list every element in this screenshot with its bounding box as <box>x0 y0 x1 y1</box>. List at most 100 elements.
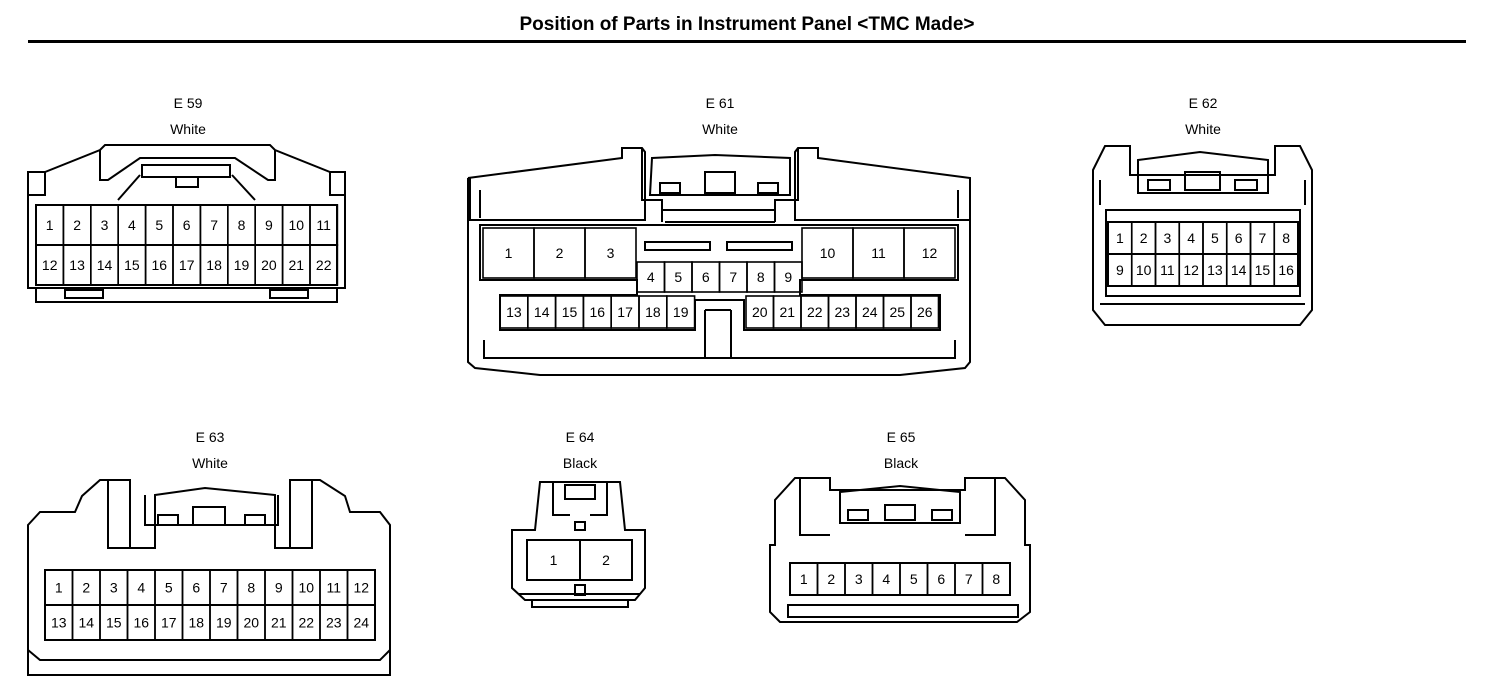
pin-cavity: 3 <box>99 569 129 606</box>
pin-cavity: 11 <box>319 569 349 606</box>
connector-code: E 61 <box>705 95 735 111</box>
pin-number: 3 <box>101 217 109 233</box>
pin-cavity: 22 <box>291 604 321 641</box>
pin-cavity: 20 <box>745 295 775 329</box>
pin-cavity: 17 <box>172 244 202 286</box>
pin-number: 22 <box>807 304 823 320</box>
pin-number: 26 <box>917 304 933 320</box>
pin-cavity: 4 <box>871 562 901 596</box>
pin-number: 8 <box>757 269 765 285</box>
pin-cavity: 9 <box>1107 253 1133 287</box>
pin-number: 12 <box>42 257 58 273</box>
pin-number: 23 <box>834 304 850 320</box>
pin-cavity: 20 <box>254 244 284 286</box>
pin-cavity: 18 <box>638 295 668 329</box>
pin-number: 2 <box>827 571 835 587</box>
pin-cavity: 7 <box>1249 221 1276 255</box>
pin-number: 8 <box>992 571 1000 587</box>
pin-number: 5 <box>155 217 163 233</box>
pin-cavity: 13 <box>44 604 74 641</box>
pin-number: 9 <box>275 580 283 596</box>
pin-number: 21 <box>271 615 287 631</box>
pin-cavity: 9 <box>254 204 284 246</box>
pin-number: 10 <box>1136 262 1152 278</box>
pin-cavity: 3 <box>844 562 874 596</box>
pin-cavity: 17 <box>610 295 640 329</box>
pin-cavity: 8 <box>746 261 776 293</box>
connector-color: White <box>192 455 228 471</box>
pin-number: 1 <box>55 580 63 596</box>
pin-number: 14 <box>1231 262 1247 278</box>
pin-number: 21 <box>289 257 305 273</box>
pin-number: 11 <box>871 245 886 261</box>
pin-cavity: 10 <box>1130 253 1157 287</box>
pin-cavity: 26 <box>910 295 940 329</box>
pin-number: 20 <box>261 257 277 273</box>
pin-number: 1 <box>1116 230 1124 246</box>
pin-number: 18 <box>188 615 204 631</box>
pin-cavity: 6 <box>691 261 721 293</box>
pin-number: 6 <box>702 269 710 285</box>
pin-cavity: 12 <box>1178 253 1204 287</box>
pin-cavity: 21 <box>264 604 294 641</box>
pin-cavity: 22 <box>309 244 339 286</box>
pin-cavity: 19 <box>227 244 257 286</box>
pin-number: 8 <box>247 580 255 596</box>
pin-number: 1 <box>550 552 558 568</box>
pin-number: 4 <box>1187 230 1195 246</box>
pin-cavity: 6 <box>181 569 211 606</box>
pin-number: 15 <box>562 304 578 320</box>
pin-number: 14 <box>97 257 113 273</box>
pin-number: 13 <box>51 615 67 631</box>
pin-number: 22 <box>316 257 332 273</box>
pin-number: 10 <box>820 245 836 261</box>
pin-cavity: 14 <box>1225 253 1252 287</box>
connector-code: E 59 <box>173 95 203 111</box>
pin-cavity: 15 <box>1249 253 1276 287</box>
pin-number: 2 <box>82 580 90 596</box>
pin-number: 14 <box>78 615 94 631</box>
pin-cavity: 12 <box>346 569 376 606</box>
pin-number: 19 <box>216 615 232 631</box>
pin-number: 19 <box>234 257 250 273</box>
pin-cavity: 5 <box>899 562 929 596</box>
pin-cavity: 7 <box>954 562 984 596</box>
pin-cavity: 22 <box>800 295 830 329</box>
pin-cavity: 13 <box>1202 253 1228 287</box>
pin-cavity: 7 <box>718 261 748 293</box>
pin-cavity: 7 <box>209 569 239 606</box>
connector-e59-label: E 59 White <box>128 95 248 137</box>
pin-number: 16 <box>590 304 606 320</box>
pin-cavity: 23 <box>319 604 349 641</box>
pin-cavity: 14 <box>71 604 101 641</box>
pin-cavity: 16 <box>144 244 174 286</box>
pin-number: 20 <box>243 615 259 631</box>
pin-number: 6 <box>183 217 191 233</box>
pin-number: 3 <box>1163 230 1171 246</box>
pin-cavity: 3 <box>90 204 120 246</box>
connector-e64-label: E 64 Black <box>520 429 640 471</box>
pin-number: 8 <box>1282 230 1290 246</box>
connector-e65-label: E 65 Black <box>841 429 961 471</box>
pin-number: 4 <box>137 580 145 596</box>
pin-number: 18 <box>206 257 222 273</box>
pin-cavity: 8 <box>1273 221 1299 255</box>
pin-cavity: 4 <box>636 261 666 293</box>
pin-number: 5 <box>910 571 918 587</box>
pin-cavity: 2 <box>62 204 92 246</box>
pin-cavity: 7 <box>199 204 229 246</box>
pin-cavity: 8 <box>236 569 266 606</box>
pin-number: 5 <box>1211 230 1219 246</box>
pin-cavity: 18 <box>181 604 211 641</box>
pin-cavity: 4 <box>126 569 156 606</box>
pin-number: 10 <box>289 217 305 233</box>
pin-cavity: 9 <box>773 261 803 293</box>
pin-number: 6 <box>1235 230 1243 246</box>
pin-number: 5 <box>165 580 173 596</box>
pin-number: 22 <box>298 615 314 631</box>
pin-number: 16 <box>152 257 168 273</box>
pin-cavity: 16 <box>1273 253 1299 287</box>
pin-number: 16 <box>133 615 149 631</box>
pin-cavity: 2 <box>1130 221 1157 255</box>
